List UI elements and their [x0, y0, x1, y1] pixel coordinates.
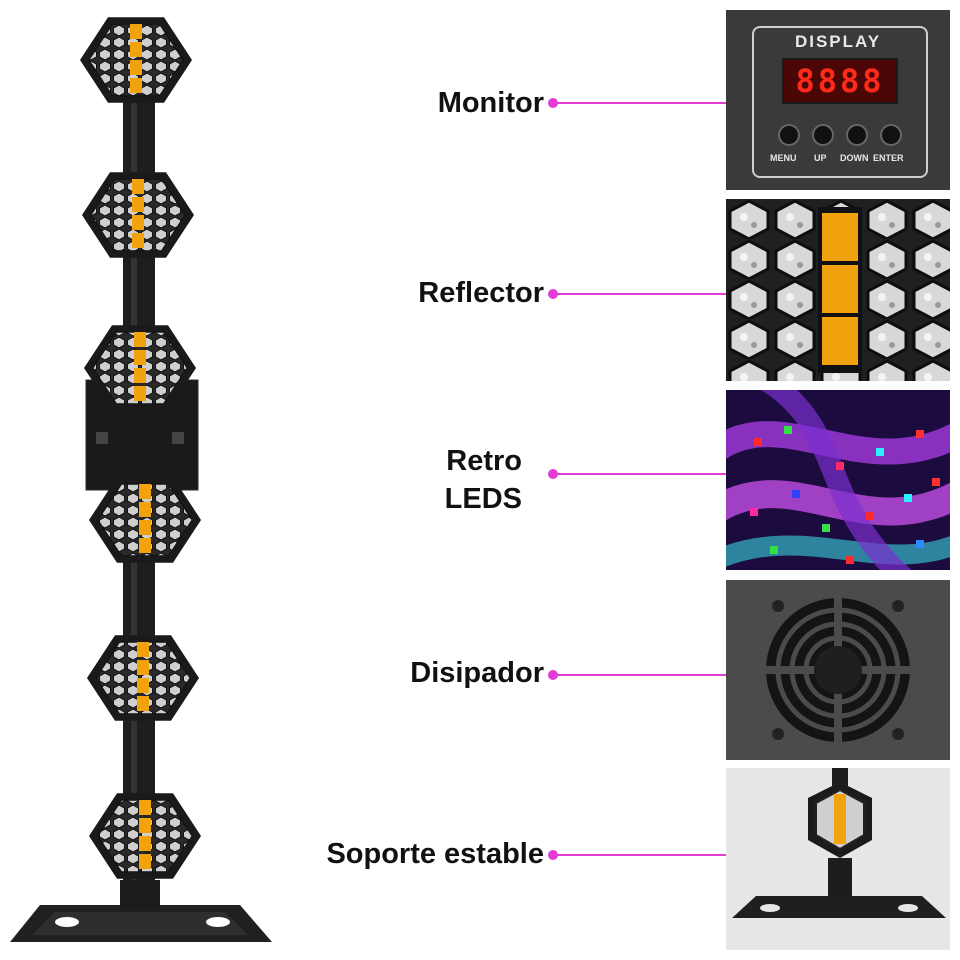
heatsink-fan-image [726, 580, 950, 760]
display-panel-frame [752, 26, 928, 178]
feature-label-stand: Soporte estable [326, 838, 544, 870]
amber-led-cell [132, 197, 144, 212]
display-title: DISPLAY [794, 32, 882, 51]
display-button-up [812, 124, 834, 146]
connector-line [553, 102, 726, 104]
amber-led-cell [132, 233, 144, 248]
connector-line [553, 473, 726, 475]
amber-led-cell [139, 836, 151, 851]
amber-led-cell [139, 854, 151, 869]
amber-led-cell [130, 24, 142, 39]
button-label-down: DOWN [840, 153, 869, 163]
amber-led-cell [137, 696, 149, 711]
amber-led-cell [139, 502, 151, 517]
amber-led-cell [137, 678, 149, 693]
display-readout-digits: 8888 [795, 62, 885, 100]
amber-led-cell [130, 78, 142, 93]
amber-led-cell [139, 520, 151, 535]
button-label-menu: MENU [770, 153, 797, 163]
amber-led-cell [139, 800, 151, 815]
display-readout: 8888 [782, 58, 898, 104]
reflector-closeup-image [726, 199, 950, 381]
amber-led-cell [132, 179, 144, 194]
connector-line [553, 674, 726, 676]
button-label-up: UP [814, 153, 827, 163]
amber-led-cell [134, 368, 146, 383]
feature-label-reflector: Reflector [418, 277, 544, 309]
stand-closeup-image [726, 768, 950, 950]
amber-led-cell [137, 660, 149, 675]
connector-line [553, 854, 726, 856]
feature-label-monitor: Monitor [437, 87, 544, 119]
amber-led-cell [134, 350, 146, 365]
display-button-down [846, 124, 868, 146]
amber-led-cell [134, 386, 146, 401]
amber-led-cell [139, 818, 151, 833]
feature-label-retro: Retro LEDS [445, 442, 522, 518]
amber-led-cell [139, 538, 151, 553]
amber-led-cell [130, 60, 142, 75]
display-button-menu [778, 124, 800, 146]
feature-label-heatsink: Disipador [410, 657, 544, 689]
feature-label-retro-line2: LEDS [444, 483, 522, 515]
amber-led-cell [137, 642, 149, 657]
connector-line [553, 293, 726, 295]
display-button-enter [880, 124, 902, 146]
display-panel-image: DISPLAY 8888 MENU UP DOWN ENTER [726, 10, 950, 190]
amber-led-cell [134, 332, 146, 347]
product-fixture-image [10, 17, 272, 942]
amber-led-cell [139, 484, 151, 499]
amber-led-cell [132, 215, 144, 230]
led-strip-image [726, 390, 950, 570]
button-label-enter: ENTER [873, 153, 904, 163]
feature-label-retro-line1: Retro [446, 445, 522, 477]
amber-led-cell [130, 42, 142, 57]
